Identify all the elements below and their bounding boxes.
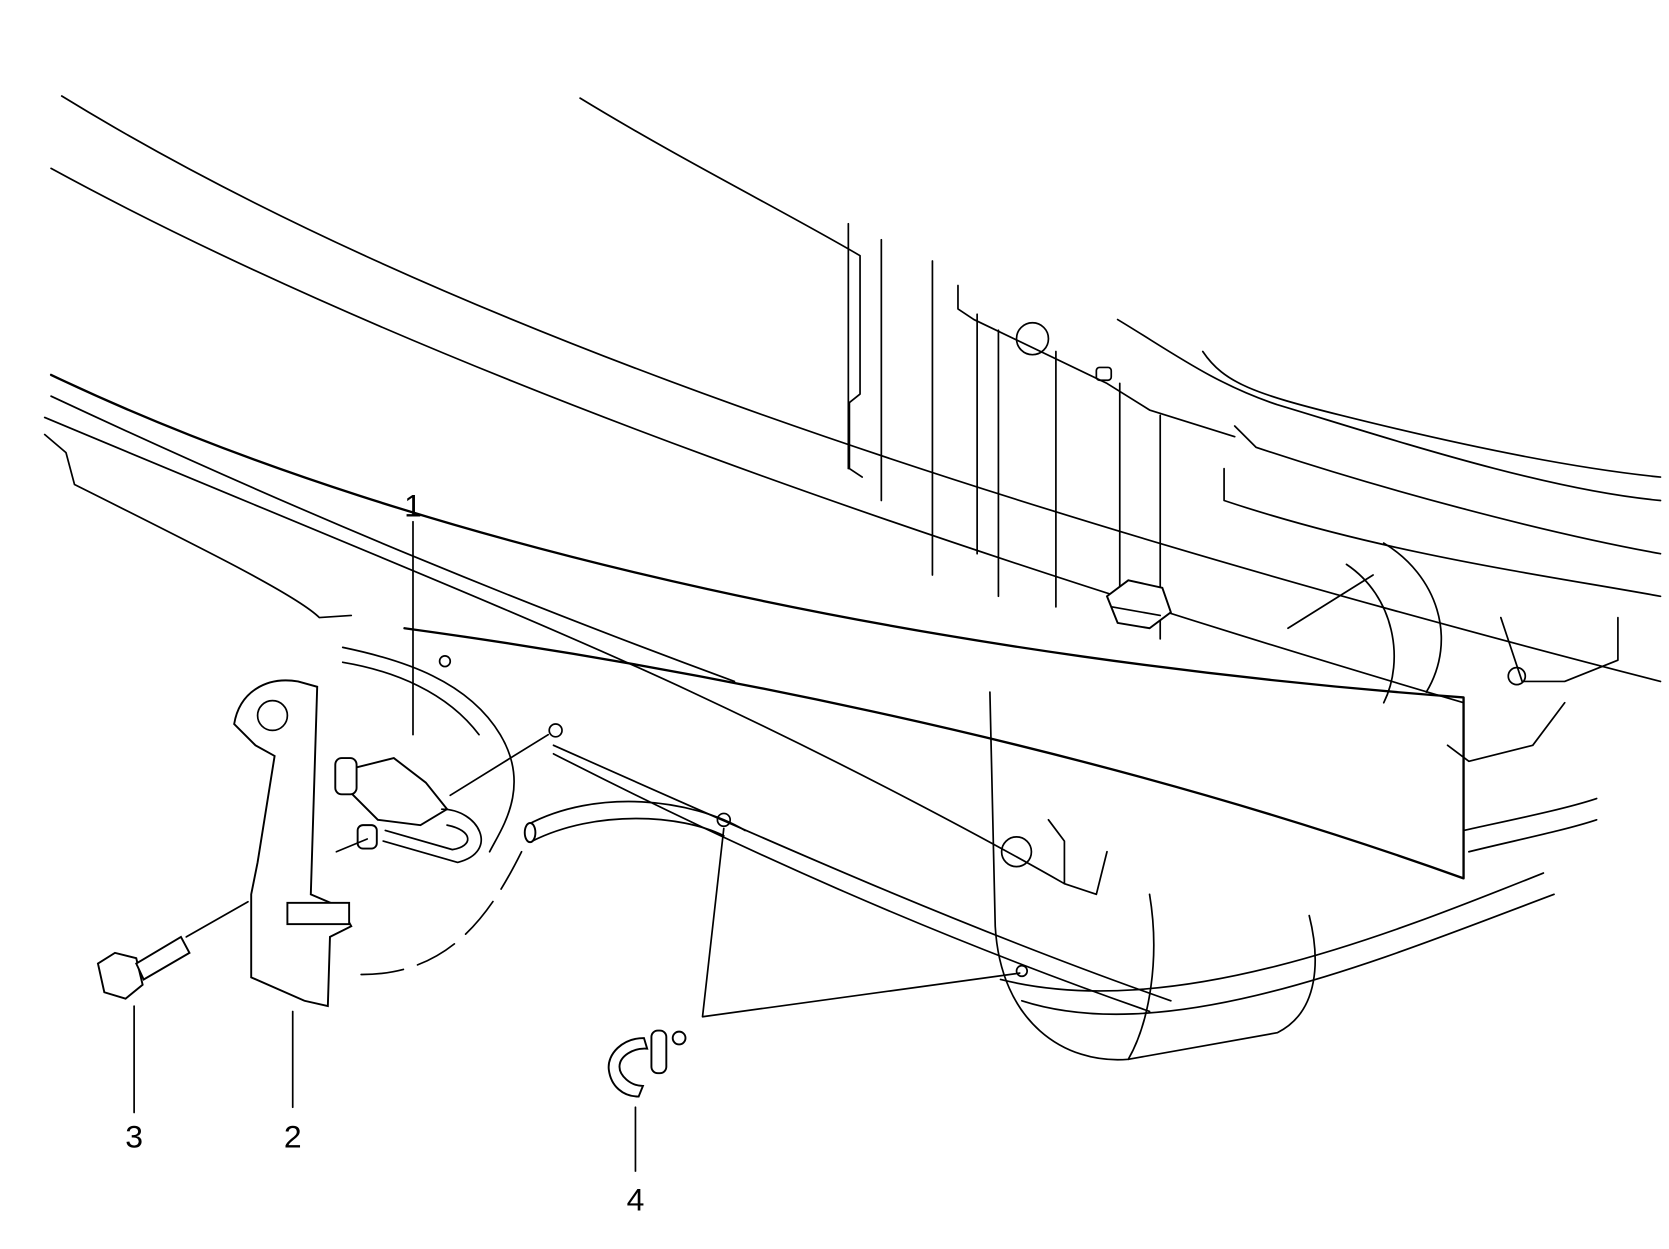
bolt-part-3 [96, 935, 191, 1000]
hex-nut [1105, 579, 1172, 630]
wiring-harness [341, 646, 746, 976]
bracket-part-2 [233, 679, 353, 1008]
callout-1: 1 [404, 487, 422, 523]
callout-labels: 1 2 3 4 [125, 487, 644, 1217]
vehicle-body-structure [50, 95, 1662, 853]
callout-3: 3 [125, 1119, 143, 1155]
callout-2: 2 [284, 1119, 302, 1155]
front-crossmember [43, 373, 1555, 1061]
cable-clip-part-4 [607, 1029, 687, 1098]
sensor-part-1 [334, 757, 482, 864]
callout-4: 4 [627, 1181, 645, 1217]
leader-lines [133, 520, 1021, 1172]
